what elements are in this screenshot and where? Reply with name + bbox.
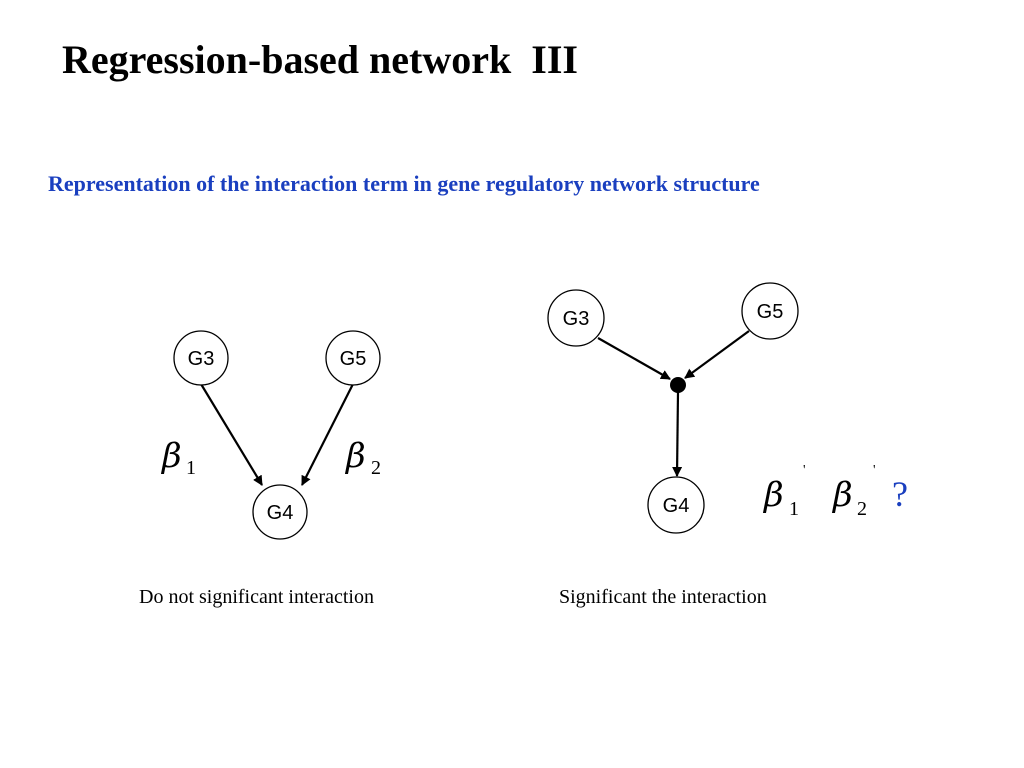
beta2-prime-symbol: β	[831, 475, 853, 515]
edge-g5-junction	[684, 330, 750, 379]
right-diagram: G3 G5 G4 β 1 ' β 2 ' ?	[547, 282, 908, 534]
edge-g3-junction	[597, 337, 671, 380]
left-diagram: G3 G5 G4 β 1 β 2	[160, 330, 381, 540]
node-g5-right: G5	[741, 282, 799, 340]
node-g3-right-label: G3	[563, 308, 590, 330]
node-g4-left-label: G4	[267, 502, 294, 524]
beta2-prime-label: β 2 '	[831, 463, 876, 520]
beta1-prime-symbol: β	[762, 475, 784, 515]
beta1-left-symbol: β	[160, 436, 182, 476]
question-mark: ?	[892, 474, 908, 514]
beta2-label-left: β 2	[344, 436, 381, 479]
beta2-left-symbol: β	[344, 436, 366, 476]
beta1-label-left: β 1	[160, 436, 196, 479]
beta2-prime-subscript: 2	[857, 498, 867, 520]
node-g3-right: G3	[547, 289, 605, 347]
slide-title: Regression-based network III	[62, 37, 578, 82]
interaction-junction-node	[670, 377, 686, 393]
beta1-prime-mark: '	[803, 463, 806, 478]
beta1-prime-label: β 1 '	[762, 463, 806, 520]
node-g5-left-label: G5	[340, 348, 367, 370]
node-g4-right-label: G4	[663, 495, 690, 517]
edge-junction-g4	[672, 391, 683, 477]
beta2-prime-mark: '	[873, 463, 876, 478]
beta2-left-subscript: 2	[371, 457, 381, 479]
node-g3-left-label: G3	[188, 348, 215, 370]
node-g5-right-label: G5	[757, 301, 784, 323]
beta1-prime-subscript: 1	[789, 498, 799, 520]
edge-g5-g4-left	[301, 383, 354, 486]
left-diagram-caption: Do not significant interaction	[139, 586, 374, 608]
node-g4-left: G4	[252, 484, 308, 540]
right-diagram-caption: Significant the interaction	[559, 586, 767, 608]
node-g3-left: G3	[173, 330, 229, 386]
edge-g3-g4-left	[200, 383, 263, 486]
beta1-left-subscript: 1	[186, 457, 196, 479]
node-g4-right: G4	[647, 476, 705, 534]
slide-subtitle: Representation of the interaction term i…	[48, 171, 760, 196]
node-g5-left: G5	[325, 330, 381, 386]
